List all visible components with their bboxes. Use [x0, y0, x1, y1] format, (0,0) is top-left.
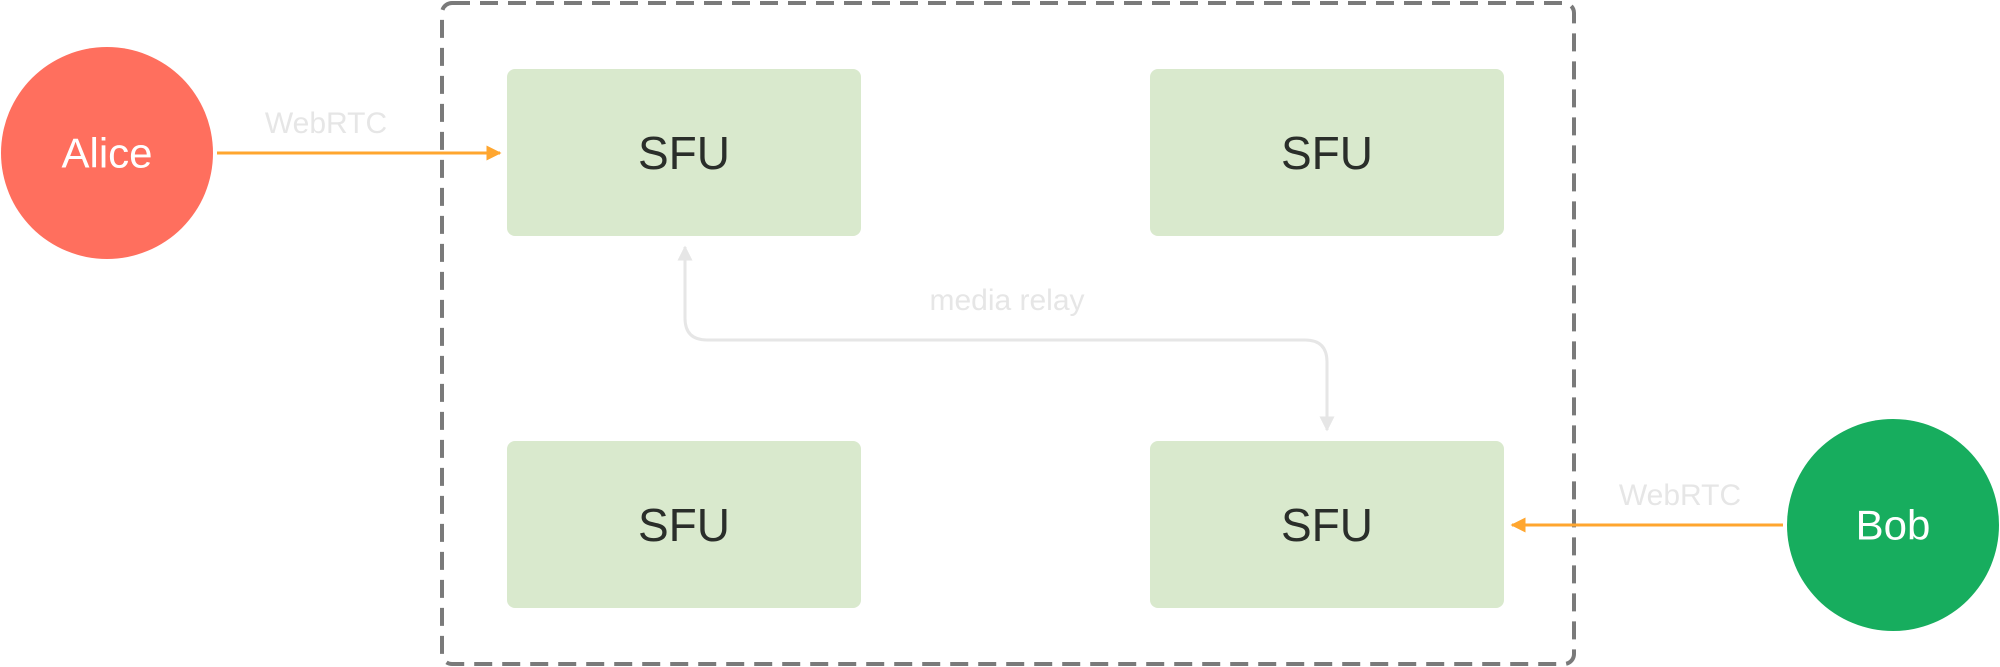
sfu-node-bottom-right[interactable]: SFU [1150, 441, 1504, 608]
media-relay-label: media relay [929, 284, 1084, 317]
sfu-label: SFU [1281, 127, 1373, 179]
sfu-node-top-left[interactable]: SFU [507, 69, 861, 236]
sfu-label: SFU [638, 499, 730, 551]
sfu-box [1150, 441, 1504, 608]
sfu-box [507, 441, 861, 608]
alice-circle [1, 47, 213, 259]
sfu-node-top-right[interactable]: SFU [1150, 69, 1504, 236]
sfu-node-bottom-left[interactable]: SFU [507, 441, 861, 608]
sfu-box [1150, 69, 1504, 236]
sfu-label: SFU [1281, 499, 1373, 551]
sfu-cluster-boundary [440, 1, 1576, 666]
media-relay-connector [677, 245, 1335, 432]
alice-node[interactable]: Alice [1, 47, 213, 259]
sfu-label: SFU [638, 127, 730, 179]
bob-label: Bob [1856, 502, 1931, 549]
bob-webrtc-label: WebRTC [1619, 479, 1741, 512]
bob-node[interactable]: Bob [1787, 419, 1999, 631]
sfu-box [507, 69, 861, 236]
alice-webrtc-label: WebRTC [265, 107, 387, 140]
bob-circle [1787, 419, 1999, 631]
alice-label: Alice [61, 130, 152, 177]
